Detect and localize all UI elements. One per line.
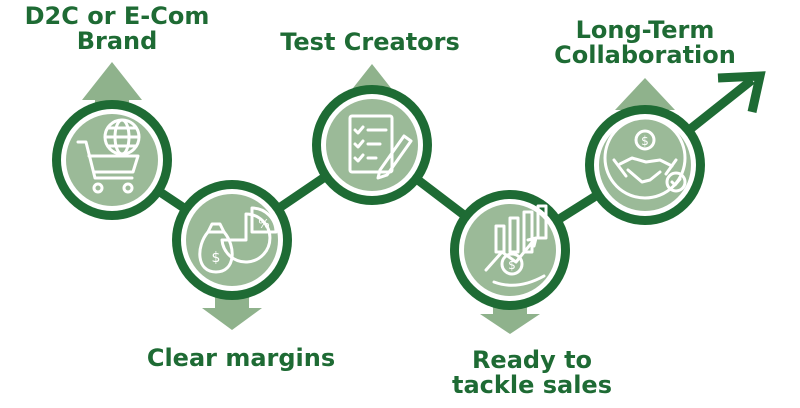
- step-node-3: [312, 64, 432, 205]
- up-arrow-icon: [615, 78, 675, 110]
- cart-globe-icon: [76, 118, 141, 194]
- step-label-1-line-2: Brand: [76, 27, 158, 56]
- step-label-5-line-1: Long-Term: [575, 16, 715, 44]
- trend-arrowhead-icon: [717, 71, 766, 113]
- step-label-2-line-1: Clear margins: [146, 344, 336, 372]
- step-label-5-line-2: Collaboration: [554, 41, 736, 70]
- svg-text:$: $: [212, 250, 221, 266]
- svg-text:%: %: [258, 217, 269, 231]
- money-bag-pie-icon: $ %: [198, 206, 278, 274]
- step-node-4: $: [450, 190, 570, 334]
- down-arrow-icon: [480, 314, 540, 334]
- step-label-1: D2C or E-Com Brand: [2, 2, 232, 56]
- step-label-4-line-2: tackle sales: [452, 371, 612, 400]
- step-label-3-line-1: Test Creators: [280, 28, 460, 56]
- step-node-2: $ %: [172, 180, 292, 330]
- step-label-4: Ready to tackle sales: [432, 346, 632, 400]
- step-label-2: Clear margins: [130, 344, 352, 372]
- up-arrow-icon: [82, 62, 142, 100]
- checklist-pencil-icon: [348, 114, 413, 180]
- down-arrow-icon: [202, 308, 262, 330]
- growth-chart-icon: $: [484, 204, 548, 287]
- svg-text:$: $: [641, 134, 649, 148]
- step-node-1: [52, 62, 172, 220]
- step-label-3: Test Creators: [268, 28, 472, 56]
- handshake-icon: $: [603, 116, 687, 200]
- step-label-1-line-1: D2C or E-Com: [24, 2, 210, 30]
- svg-text:$: $: [508, 258, 516, 272]
- step-node-5: $: [585, 78, 705, 225]
- step-label-4-line-1: Ready to: [471, 346, 593, 374]
- step-label-5: Long-Term Collaboration: [538, 16, 752, 70]
